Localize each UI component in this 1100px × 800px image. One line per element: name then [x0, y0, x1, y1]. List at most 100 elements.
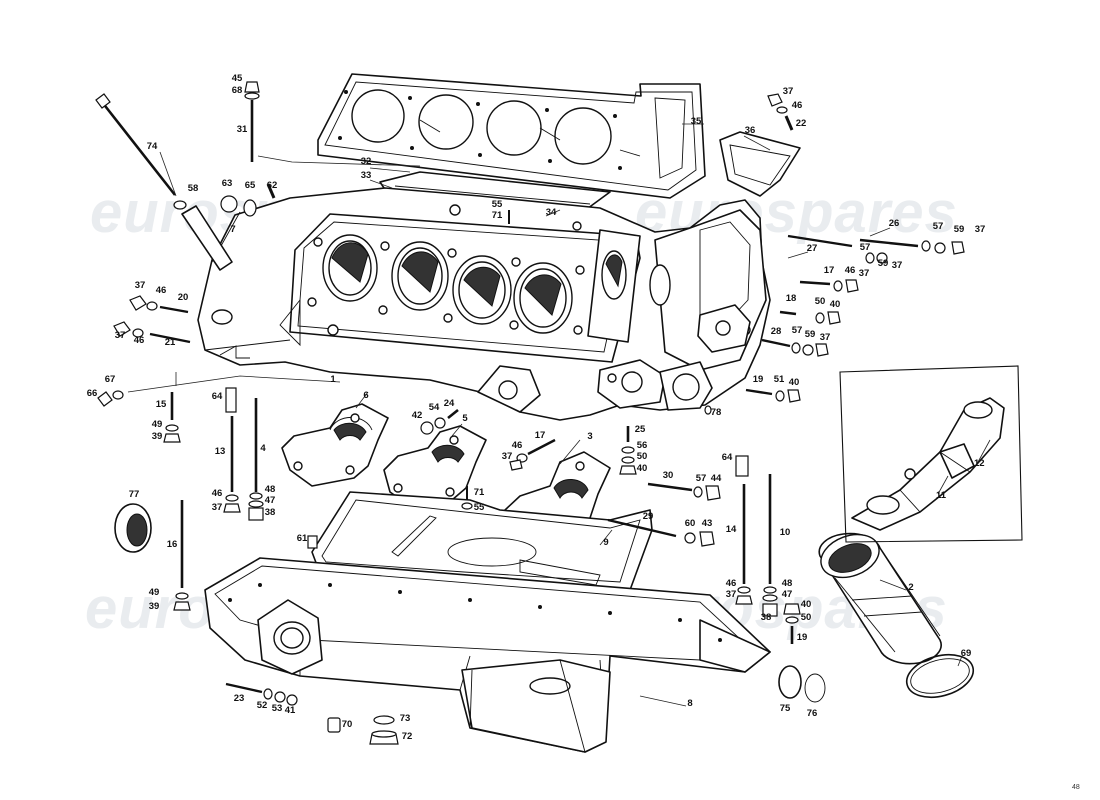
- part-callout-16: 16: [167, 539, 178, 550]
- part-callout-14: 14: [726, 524, 737, 535]
- part-callout-77: 77: [129, 489, 140, 500]
- side-gasket: [719, 131, 801, 197]
- part-callout-40: 40: [801, 599, 812, 610]
- page-number: 48: [1072, 784, 1080, 791]
- hardware-layer: [95, 81, 965, 745]
- part-callout-76: 76: [807, 708, 818, 719]
- head-gasket: [317, 73, 706, 199]
- part-callout-33: 33: [361, 170, 372, 181]
- part-callout-57: 57: [696, 473, 707, 484]
- part-callout-36: 36: [745, 125, 756, 136]
- part-callout-28: 28: [771, 326, 782, 337]
- part-callout-37: 37: [726, 589, 737, 600]
- part-callout-51: 51: [774, 374, 785, 385]
- part-callout-59: 59: [878, 258, 889, 269]
- part-callout-64: 64: [722, 452, 733, 463]
- part-callout-37: 37: [502, 451, 513, 462]
- part-callout-72: 72: [402, 731, 413, 742]
- part-callout-1: 1: [330, 374, 336, 385]
- main-bearing-cap-6: [281, 403, 389, 487]
- part-callout-69: 69: [961, 648, 972, 659]
- part-callout-6: 6: [363, 390, 368, 401]
- oil-seal: [778, 665, 802, 699]
- part-callout-3: 3: [587, 431, 592, 442]
- part-callout-62: 62: [267, 180, 278, 191]
- main-bearing-cap-5: [383, 425, 487, 507]
- inset-label-11: 11: [936, 490, 947, 501]
- part-callout-53: 53: [272, 703, 283, 714]
- part-callout-13: 13: [215, 446, 226, 457]
- part-callout-54: 54: [429, 402, 440, 413]
- part-callout-35: 35: [691, 116, 702, 127]
- inset-detail: [839, 365, 1023, 543]
- part-callout-9: 9: [603, 537, 608, 548]
- part-callout-50: 50: [801, 612, 812, 623]
- part-callout-37: 37: [892, 260, 903, 271]
- part-callout-63: 63: [222, 178, 233, 189]
- part-callout-19: 19: [753, 374, 764, 385]
- part-callout-37: 37: [859, 268, 870, 279]
- part-callout-57: 57: [933, 221, 944, 232]
- liner-o-ring: [905, 653, 975, 699]
- liner-o-ring-inner: [910, 658, 970, 694]
- part-callout-39: 39: [152, 431, 163, 442]
- part-callout-78: 78: [711, 407, 722, 418]
- part-callout-4: 4: [260, 443, 266, 454]
- part-callout-46: 46: [845, 265, 856, 276]
- engine-block: [197, 187, 771, 421]
- part-callout-52: 52: [257, 700, 268, 711]
- part-callout-65: 65: [245, 180, 256, 191]
- part-callout-40: 40: [830, 299, 841, 310]
- part-callout-37: 37: [820, 332, 831, 343]
- part-callout-27: 27: [807, 243, 818, 254]
- part-callout-39: 39: [149, 601, 160, 612]
- part-callout-60: 60: [685, 518, 696, 529]
- part-callout-23: 23: [234, 693, 245, 704]
- part-callout-5: 5: [462, 413, 468, 424]
- part-callout-25: 25: [635, 424, 646, 435]
- part-callout-66: 66: [87, 388, 98, 399]
- part-callout-61: 61: [297, 533, 308, 544]
- part-callout-37: 37: [975, 224, 986, 235]
- part-callout-57: 57: [792, 325, 803, 336]
- part-callout-55: 55: [474, 502, 485, 513]
- part-callout-20: 20: [178, 292, 189, 303]
- oil-sump: [204, 557, 771, 753]
- part-callout-37: 37: [783, 86, 794, 97]
- part-callout-8: 8: [687, 698, 692, 709]
- part-callout-46: 46: [156, 285, 167, 296]
- part-callout-32: 32: [361, 156, 372, 167]
- part-callout-38: 38: [761, 612, 772, 623]
- circlip: [804, 673, 826, 703]
- part-callout-50: 50: [637, 451, 648, 462]
- part-callout-37: 37: [212, 502, 223, 513]
- inset-label-12: 12: [974, 458, 985, 469]
- part-callout-46: 46: [792, 100, 803, 111]
- part-callout-43: 43: [702, 518, 713, 529]
- part-callout-37: 37: [135, 280, 146, 291]
- part-callout-48: 48: [782, 578, 793, 589]
- part-callout-24: 24: [444, 398, 455, 409]
- part-callout-47: 47: [782, 589, 793, 600]
- part-callout-50: 50: [815, 296, 826, 307]
- part-callout-19: 19: [797, 632, 808, 643]
- part-callout-37: 37: [115, 330, 126, 341]
- part-callout-58: 58: [188, 183, 199, 194]
- part-callout-22: 22: [796, 118, 807, 129]
- part-callout-47: 47: [265, 495, 276, 506]
- part-callout-42: 42: [412, 410, 423, 421]
- part-callout-18: 18: [786, 293, 797, 304]
- part-callout-74: 74: [147, 141, 158, 152]
- part-callout-71: 71: [492, 210, 503, 221]
- part-callout-70: 70: [342, 719, 353, 730]
- part-callout-34: 34: [546, 207, 557, 218]
- cylinder-liner: [818, 532, 942, 665]
- part-callout-10: 10: [780, 527, 791, 538]
- part-callout-2: 2: [908, 582, 913, 593]
- part-callout-46: 46: [512, 440, 523, 451]
- part-callout-15: 15: [156, 399, 167, 410]
- part-callout-64: 64: [212, 391, 223, 402]
- part-callout-75: 75: [780, 703, 791, 714]
